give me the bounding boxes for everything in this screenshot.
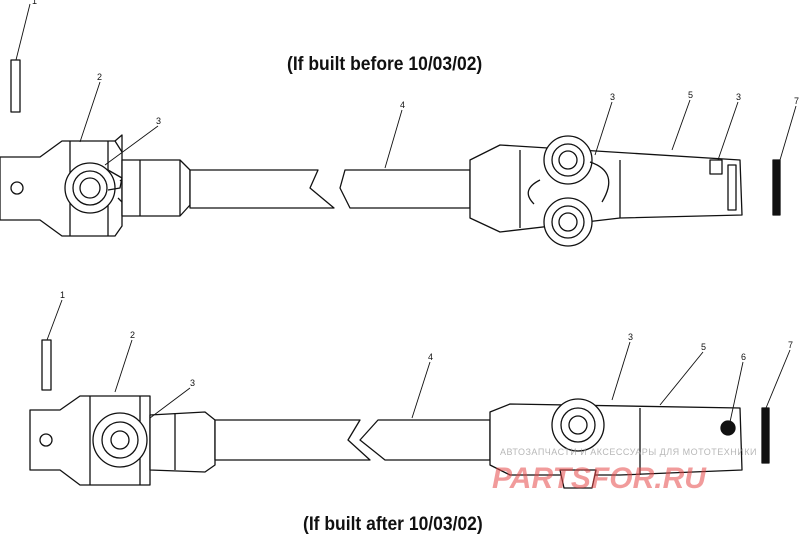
cross-bearing-part-3-bottom-left xyxy=(92,412,148,468)
callout-3b-top: 3 xyxy=(610,92,615,102)
callouts-bottom: 1 2 3 4 3 5 6 7 xyxy=(60,290,793,388)
callout-1-bottom: 1 xyxy=(60,290,65,300)
callout-4-top: 4 xyxy=(400,100,405,110)
grease-fitting-part-6-bottom xyxy=(720,420,736,436)
cross-bearing-part-3-top-left xyxy=(64,162,129,214)
watermark-tagline: АВТОЗАПЧАСТИ И АКСЕССУАРЫ ДЛЯ МОТОТЕХНИК… xyxy=(500,447,757,457)
watermark: АВТОЗАПЧАСТИ И АКСЕССУАРЫ ДЛЯ МОТОТЕХНИК… xyxy=(492,447,757,495)
callout-7-top: 7 xyxy=(794,96,799,106)
callouts-top: 1 2 3 4 3 5 3 7 xyxy=(32,0,799,126)
caption-bottom: (If built after 10/03/02) xyxy=(303,514,483,535)
callout-3b-bottom: 3 xyxy=(628,332,633,342)
callout-3c-top: 3 xyxy=(736,92,741,102)
seal-part-7-bottom xyxy=(761,407,770,464)
callout-4-bottom: 4 xyxy=(428,352,433,362)
callout-3-top: 3 xyxy=(156,116,161,126)
shaft-part-4-bottom xyxy=(214,419,491,461)
cross-bearing-part-3-bottom-right xyxy=(551,398,605,489)
pin-part-1-bottom xyxy=(41,339,52,391)
callout-7-bottom: 7 xyxy=(788,340,793,350)
callout-1-top: 1 xyxy=(32,0,37,6)
pin-part-1-top xyxy=(10,59,21,113)
seal-part-7-top xyxy=(772,159,781,216)
callout-2-top: 2 xyxy=(97,72,102,82)
collar-bottom-left xyxy=(149,411,216,473)
callout-2-bottom: 2 xyxy=(130,330,135,340)
slip-yoke-part-5-top xyxy=(469,144,743,233)
shaft-part-4-top xyxy=(189,169,471,209)
zerk-part-3-top xyxy=(709,159,723,175)
caption-top: (If built before 10/03/02) xyxy=(287,54,483,75)
callout-6-bottom: 6 xyxy=(741,352,746,362)
callout-5-top: 5 xyxy=(688,90,693,100)
cross-bearing-part-3-top-right xyxy=(527,135,610,247)
callout-3-bottom: 3 xyxy=(190,378,195,388)
callout-5-bottom: 5 xyxy=(701,342,706,352)
watermark-brand: PARTSFOR.RU xyxy=(492,462,707,495)
